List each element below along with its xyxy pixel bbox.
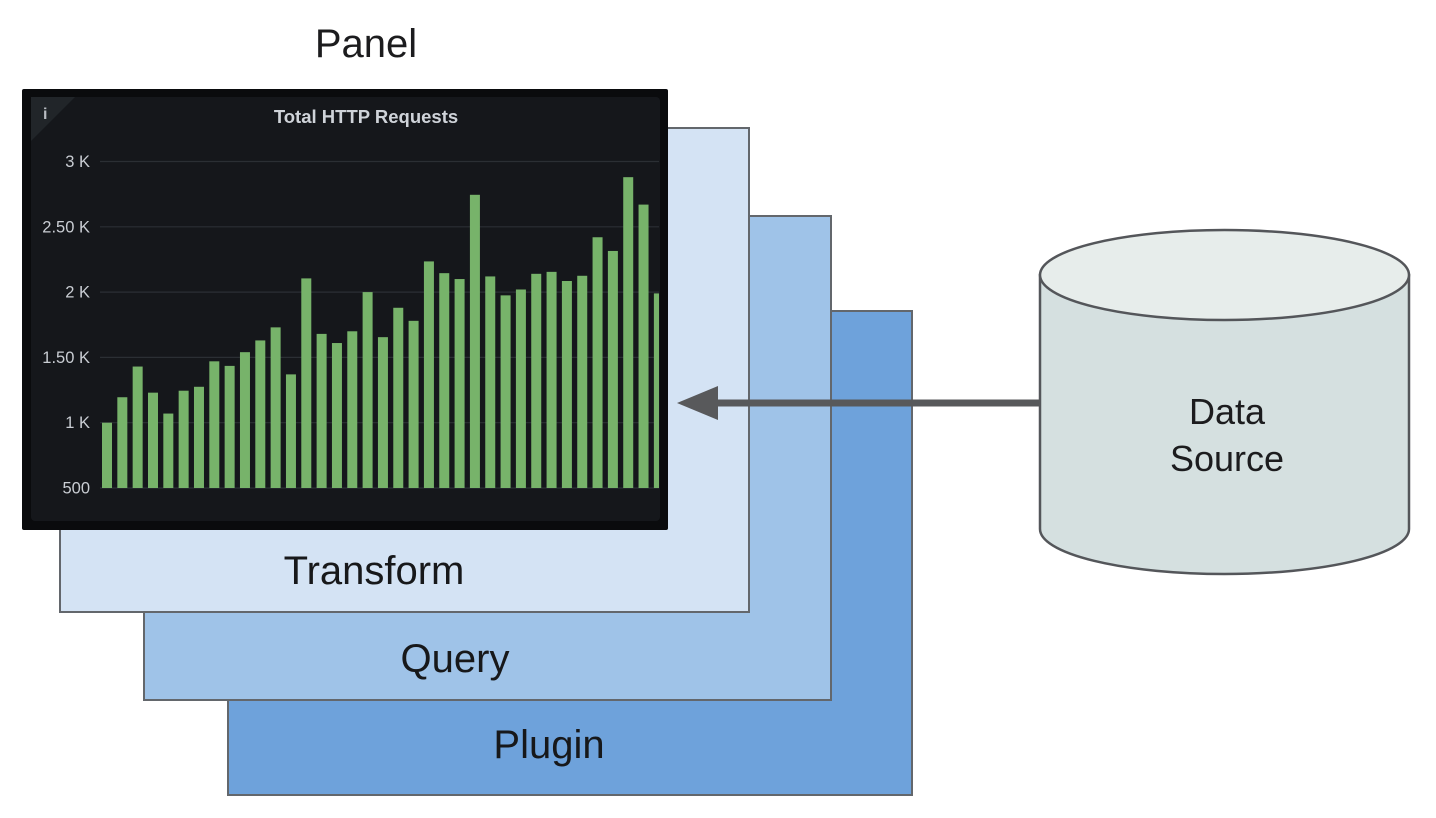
cylinder-body: [1038, 273, 1411, 576]
arrow-head-icon: [677, 386, 718, 420]
arrow-shaft: [710, 399, 1040, 407]
chart-title: Total HTTP Requests: [274, 106, 458, 127]
data-source-label: Data Source: [1170, 388, 1284, 482]
data-source-label-line1: Data: [1188, 391, 1266, 432]
dataflow-arrow: [677, 386, 1040, 420]
svg-text:2.50 K: 2.50 K: [42, 218, 90, 236]
cylinder-top: [1038, 228, 1411, 322]
panel-caption: Panel: [314, 22, 418, 66]
grafana-panel: i 3 K 2.50 K 2 K 1.50 K 1 K 500 Total HTTP Requ…: [22, 89, 668, 530]
svg-text:1.50 K: 1.50 K: [42, 349, 90, 367]
total-http-requests-bar-chart: i 3 K 2.50 K 2 K 1.50 K 1 K 500 Total HTTP Requ…: [31, 97, 660, 521]
svg-text:2 K: 2 K: [65, 284, 90, 302]
svg-text:500: 500: [62, 480, 90, 498]
transform-layer-label: Transform: [283, 549, 465, 593]
query-layer-label: Query: [400, 637, 510, 681]
data-source-cylinder: [1038, 228, 1411, 576]
info-icon: i: [43, 106, 47, 123]
svg-text:1 K: 1 K: [65, 414, 90, 432]
data-source-label-line2: Source: [1169, 438, 1285, 479]
svg-text:3 K: 3 K: [65, 153, 90, 171]
panel-corner-triangle: [31, 97, 75, 141]
plugin-layer-label: Plugin: [493, 723, 605, 767]
